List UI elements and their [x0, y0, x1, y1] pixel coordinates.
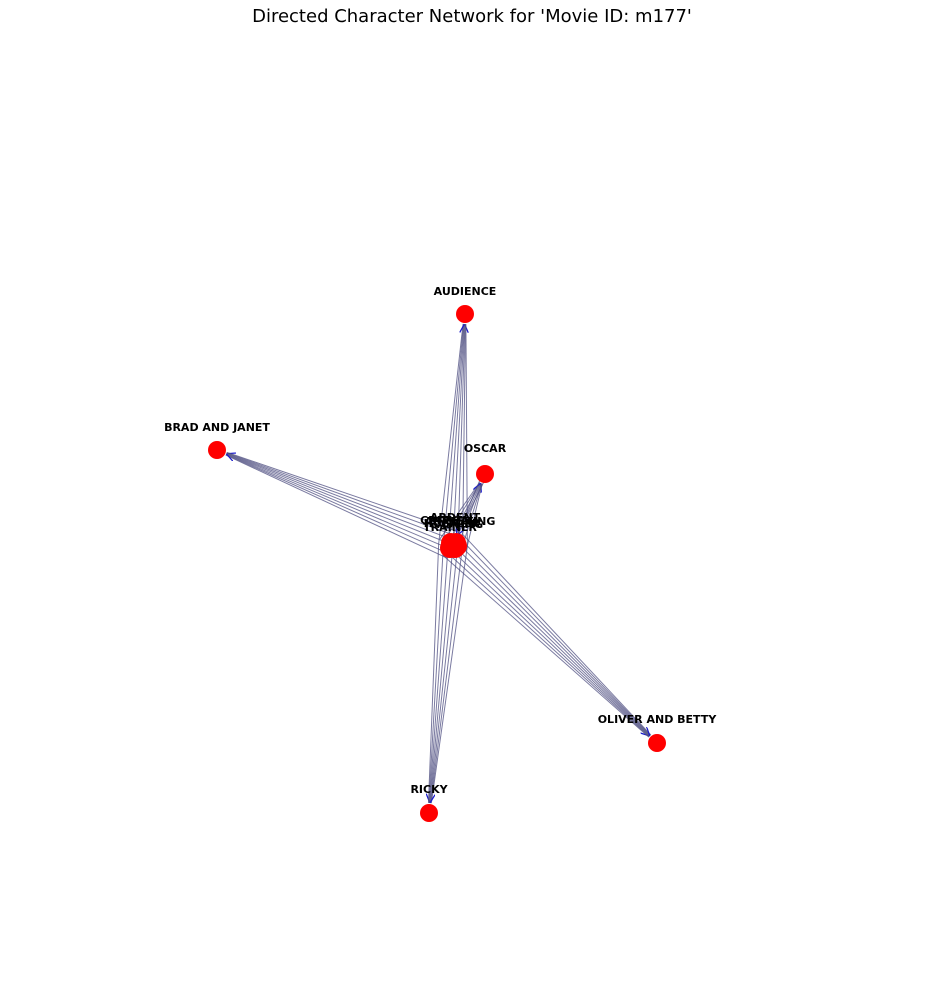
- node-label-hub-casting: CASTING: [429, 518, 483, 531]
- node-label-oscar: OSCAR: [464, 442, 507, 455]
- edge-line: [225, 454, 448, 559]
- edge-line: [226, 452, 455, 542]
- edge-line: [442, 323, 465, 545]
- edge-line: [457, 472, 484, 536]
- edge-line: [455, 541, 651, 737]
- node-oscar[interactable]: [476, 465, 494, 483]
- edge-line: [457, 323, 466, 546]
- node-label-audience: AUDIENCE: [434, 285, 497, 298]
- edge-line: [445, 551, 650, 738]
- edge-hub-to-ricky: [427, 543, 468, 804]
- edges-layer: [225, 323, 652, 804]
- node-label-hub-arresting: ARRESTING: [425, 515, 496, 528]
- edge-hub-to-oliver-and-betty: [442, 534, 652, 738]
- edge-line: [459, 537, 651, 736]
- node-label-hub-critical: CRITICAL: [420, 514, 476, 527]
- edge-line: [430, 544, 454, 803]
- labels-layer: AUDIENCE BRAD AND JANET OSCAR OLIVER AND BE…: [164, 285, 717, 796]
- edge-line: [428, 544, 444, 803]
- edge-line: [427, 543, 440, 803]
- edge-line: [226, 452, 457, 537]
- edge-line: [430, 546, 468, 804]
- chart-title: Directed Character Network for 'Movie ID…: [252, 6, 692, 27]
- node-label-hub-trainer: TRAINER: [423, 521, 477, 534]
- edge-line: [465, 483, 483, 552]
- node-audience[interactable]: [456, 305, 474, 323]
- edge-line: [429, 545, 459, 804]
- edge-line: [452, 544, 650, 736]
- edge-line: [439, 482, 480, 540]
- edge-line: [452, 324, 464, 546]
- edge-line: [226, 454, 454, 546]
- edge-line: [428, 544, 449, 804]
- edge-line: [442, 554, 650, 738]
- node-hub-6[interactable]: [447, 536, 467, 556]
- node-ricky[interactable]: [420, 804, 438, 822]
- edge-line: [438, 323, 464, 545]
- edge-line: [447, 323, 465, 545]
- node-label-hub-hustler: HUSTLER: [424, 517, 481, 530]
- node-label-brad-and-janet: BRAD AND JANET: [164, 421, 270, 434]
- edge-line: [449, 548, 650, 737]
- edge-line: [462, 324, 466, 546]
- node-brad-and-janet[interactable]: [208, 441, 226, 459]
- node-label-hub-ardent: ARDENT: [430, 511, 481, 524]
- node-label-ricky: RICKY: [410, 783, 448, 796]
- edge-hub-to-brad-and-janet: [225, 451, 459, 559]
- edge-hub-to-audience: [438, 323, 468, 546]
- edge-line: [226, 451, 459, 533]
- edge-line: [430, 545, 464, 804]
- nodes-layer: [208, 305, 666, 822]
- edge-oscar-to-hub: [457, 472, 488, 536]
- edge-line: [461, 483, 483, 550]
- edge-line: [225, 453, 452, 550]
- edge-line: [225, 454, 450, 555]
- node-oliver-and-betty[interactable]: [648, 734, 666, 752]
- edge-line: [462, 534, 652, 736]
- node-label-oliver-and-betty: OLIVER AND BETTY: [598, 713, 718, 726]
